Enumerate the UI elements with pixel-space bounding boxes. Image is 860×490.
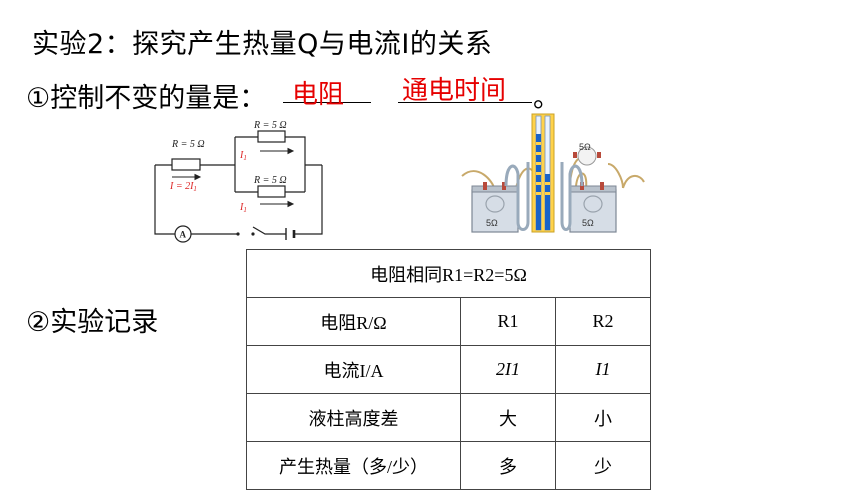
- period-mark: 。: [533, 83, 560, 114]
- table-row: 产生热量（多/少） 多 少: [246, 441, 651, 490]
- table-cell-r2: I1: [555, 345, 651, 394]
- experiment-table: 电阻相同R1=R2=5Ω 电阻R/Ω R1 R2 电流I/A 2I1 I1 液柱…: [246, 249, 651, 490]
- apparatus-illustration: 5Ω 5Ω 5Ω: [461, 113, 645, 233]
- right-liquid-column: [545, 174, 550, 230]
- answer-blank-2: [398, 102, 532, 103]
- external-resistor: [577, 146, 597, 166]
- bottom-resistor-label: R = 5 Ω: [253, 175, 287, 186]
- table-cell-label: 产生热量（多/少）: [246, 441, 461, 490]
- table-cell-r1: 多: [460, 441, 556, 490]
- table-cell-label: 电阻R/Ω: [246, 297, 461, 346]
- top-resistor-label: R = 5 Ω: [253, 120, 287, 131]
- table-cell-r1: 大: [460, 393, 556, 442]
- resistor-symbol: [257, 130, 286, 143]
- table-cell-r2: 少: [555, 441, 651, 490]
- answer-time: 通电时间: [402, 76, 507, 106]
- right-box-label: 5Ω: [582, 218, 594, 228]
- record-label: ②实验记录: [26, 307, 159, 338]
- circuit-diagram: R = 5 Ω R = 5 Ω R = 5 Ω I = 2I1 I1 I1 A: [154, 120, 323, 243]
- external-resistor-label: 5Ω: [579, 142, 591, 152]
- ammeter-symbol: [174, 225, 192, 243]
- control-prompt: ①控制不变的量是：: [26, 83, 267, 114]
- answer-blank-1: [283, 102, 371, 103]
- table-cell-r2: R2: [555, 297, 651, 346]
- table-row: 电流I/A 2I1 I1: [246, 345, 651, 394]
- table-row: 电阻R/Ω R1 R2: [246, 297, 651, 346]
- scale-board: [531, 113, 555, 233]
- bottom-current-label: I1: [239, 202, 247, 214]
- table-cell-r1: 2I1: [460, 345, 556, 394]
- table-cell-r1: R1: [460, 297, 556, 346]
- table-row: 液柱高度差 大 小: [246, 393, 651, 442]
- table-header: 电阻相同R1=R2=5Ω: [246, 249, 651, 298]
- resistor-symbol: [257, 185, 286, 198]
- page-title: 实验2：探究产生热量Q与电流I的关系: [32, 29, 493, 60]
- top-current-label: I1: [239, 150, 247, 162]
- left-current-label: I = 2I1: [169, 181, 197, 193]
- left-box-label: 5Ω: [486, 218, 498, 228]
- ammeter-label: A: [180, 230, 187, 240]
- answer-resistance: 电阻: [292, 80, 345, 110]
- table-header-row: 电阻相同R1=R2=5Ω: [246, 249, 651, 298]
- table-cell-label: 电流I/A: [246, 345, 461, 394]
- left-resistor-label: R = 5 Ω: [171, 139, 205, 150]
- resistor-symbol: [171, 158, 201, 171]
- table-cell-r2: 小: [555, 393, 651, 442]
- table-cell-label: 液柱高度差: [246, 393, 461, 442]
